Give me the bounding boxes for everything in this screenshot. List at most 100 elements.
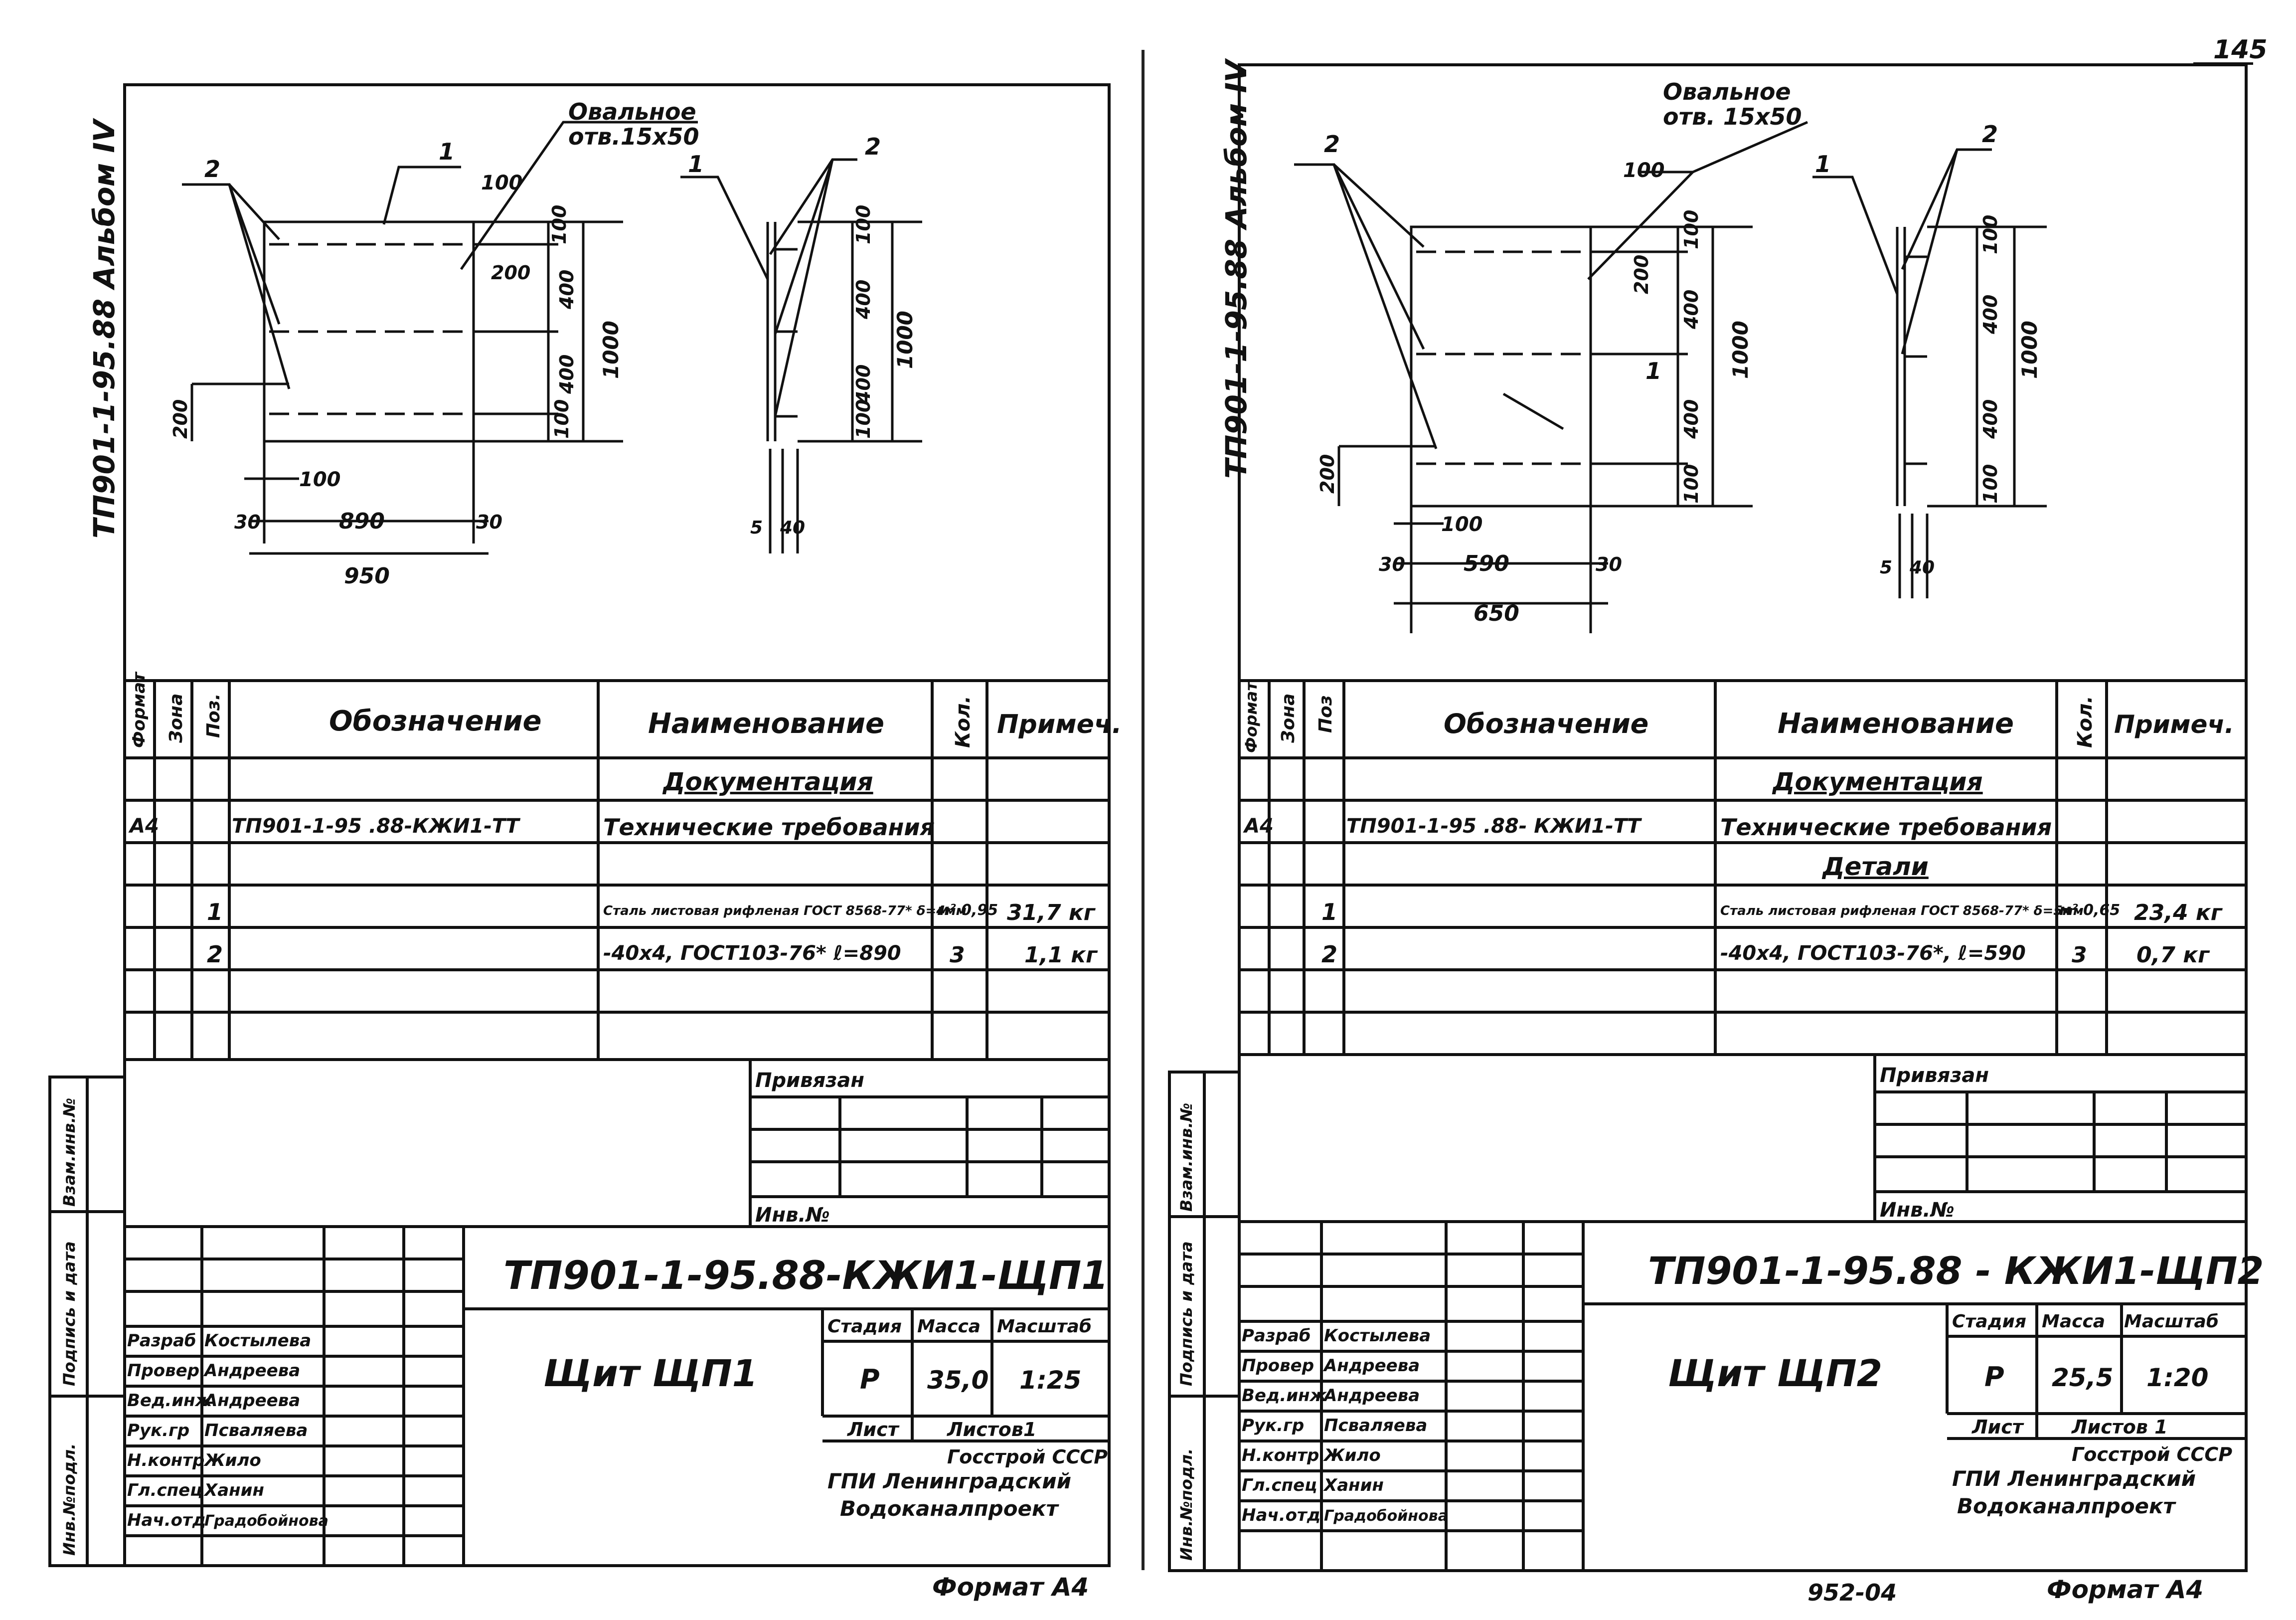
dim-200-hole: 200 — [491, 262, 530, 284]
section-docs: Документация — [662, 767, 873, 796]
pos2-callout: 2 — [1324, 131, 1340, 158]
org-line-3: Водоканалпроект — [1957, 1494, 2177, 1518]
side-label-1: Подпись и дата — [1177, 1241, 1196, 1386]
privyazan-label: Привязан — [1880, 1064, 1989, 1087]
stage-value: Р — [1984, 1361, 2004, 1393]
side-label-0: Инв.№подл. — [60, 1443, 79, 1556]
side-dim-400-b: 400 — [852, 364, 874, 404]
org-line-2: ГПИ Ленинградский — [827, 1469, 1071, 1493]
role-1: Провер — [127, 1361, 199, 1381]
mass-value: 35,0 — [927, 1366, 988, 1395]
side-dim-40: 40 — [1909, 557, 1935, 578]
name-2: Андреева — [203, 1391, 300, 1411]
mass-value: 25,5 — [2052, 1363, 2113, 1392]
role-0: Разраб — [1242, 1326, 1311, 1346]
row2-pos: 1 — [1321, 899, 1337, 925]
hdr-zone: Зона — [1278, 694, 1299, 743]
hdr-zone: Зона — [166, 694, 186, 743]
scale-label: Масштаб — [997, 1316, 1092, 1337]
scale-value: 1:20 — [2146, 1363, 2208, 1392]
side-label-2: Взам.инв.№ — [1177, 1103, 1196, 1212]
name-4: Жило — [1323, 1445, 1381, 1465]
pos1-callout: 1 — [1645, 358, 1661, 384]
dim-30-right: 30 — [1596, 553, 1622, 575]
role-2: Вед.инж — [127, 1391, 213, 1411]
row1-format: А4 — [1243, 815, 1274, 838]
name-1: Андреева — [203, 1361, 300, 1381]
footer-code: 952-04 — [1807, 1579, 1897, 1606]
drawing-frame: Овальное отв.15х50 1 2 1 2 100 200 100 4… — [48, 83, 1122, 1602]
mass-label: Масса — [917, 1316, 981, 1337]
row2-note: 23,4 кг — [2134, 900, 2223, 925]
dim-100-bottom-right: 100 — [1680, 464, 1702, 504]
pos1-callout: 1 — [439, 138, 455, 165]
oval-hole-callout: Овальное — [1663, 78, 1791, 105]
org-line-1: Госстрой СССР — [947, 1446, 1108, 1468]
row2-note: 31,7 кг — [1007, 900, 1096, 925]
row2-qty: м² 0,95 — [937, 901, 998, 919]
role-3: Рук.гр — [127, 1421, 189, 1440]
dim-1000: 1000 — [599, 321, 623, 379]
section-docs: Документация — [1772, 767, 1983, 796]
side-dim-400-b: 400 — [1979, 399, 2001, 439]
dim-400-b: 400 — [556, 355, 578, 394]
row1-name: Технические требования — [1720, 814, 2052, 841]
row3-pos: 2 — [207, 941, 223, 968]
name-4: Жило — [203, 1450, 261, 1470]
stage-label: Стадия — [1952, 1311, 2026, 1332]
row2-name: Сталь листовая рифленая ГОСТ 8568-77* δ=… — [1720, 903, 2084, 918]
name-0: Костылева — [1324, 1326, 1431, 1346]
scale-label: Масштаб — [2124, 1311, 2219, 1332]
pos2-callout: 2 — [204, 156, 220, 182]
side-pos2-callout: 2 — [1982, 121, 1998, 148]
side-pos2-callout: 2 — [865, 133, 881, 160]
side-dim-400-a: 400 — [1979, 295, 2001, 335]
hdr-format: Формат — [129, 671, 149, 748]
drawing-frame: Овальное отв. 15х50 1 2 1 2 100 200 100 … — [1168, 63, 2264, 1606]
dim-200-left: 200 — [169, 399, 191, 439]
hdr-name: Наименование — [648, 708, 884, 740]
sheets-label: Листов1 — [947, 1419, 1036, 1440]
name-3: Псваляева — [204, 1421, 308, 1440]
hdr-note: Примеч. — [997, 710, 1122, 739]
role-6: Нач.отд — [127, 1510, 206, 1530]
name-6: Градобойнова — [204, 1512, 328, 1530]
privyazan-label: Привязан — [755, 1069, 864, 1092]
role-0: Разраб — [127, 1331, 196, 1351]
row3-name: -40х4, ГОСТ103-76*, ℓ=590 — [1720, 942, 2026, 965]
row3-name: -40х4, ГОСТ103-76* ℓ=890 — [603, 942, 901, 965]
sheet-label: Лист — [847, 1419, 900, 1440]
oval-hole-size: отв. 15х50 — [1663, 103, 1802, 130]
row2-pos: 1 — [207, 899, 223, 925]
row2-qty: м² 0,65 — [2059, 901, 2120, 919]
dim-100-bottom: 100 — [1441, 513, 1483, 536]
side-dim-100: 100 — [852, 205, 874, 244]
sheet-left: ТП901-1-95.88 Альбом IV — [0, 0, 1142, 1620]
format-label: Формат А4 — [2047, 1575, 2203, 1604]
side-label-2: Взам.инв.№ — [60, 1098, 79, 1207]
side-dim-100-b: 100 — [1979, 464, 2001, 504]
stage-value: Р — [860, 1364, 880, 1395]
row3-note: 0,7 кг — [2136, 942, 2210, 968]
org-line-1: Госстрой СССР — [2072, 1443, 2232, 1465]
dim-30-left: 30 — [1379, 553, 1405, 575]
hdr-pos: Поз — [1315, 695, 1336, 733]
dim-100-right: 100 — [1680, 210, 1702, 249]
hdr-designation: Обозначение — [329, 705, 542, 737]
role-2: Вед.инж — [1242, 1386, 1327, 1406]
role-5: Гл.спец — [127, 1480, 202, 1500]
hdr-note: Примеч. — [2114, 710, 2234, 739]
dim-400-a: 400 — [556, 270, 578, 310]
side-dim-1000: 1000 — [893, 311, 917, 369]
side-pos1-callout: 1 — [1815, 151, 1831, 178]
page-number: 145 — [2213, 35, 2268, 65]
object-name: Щит ЩП1 — [543, 1352, 758, 1395]
side-dim-40: 40 — [780, 518, 805, 538]
format-label: Формат А4 — [932, 1573, 1089, 1602]
name-1: Андреева — [1322, 1356, 1420, 1376]
dim-1000: 1000 — [1728, 321, 1753, 379]
hdr-format: Формат — [1242, 681, 1261, 753]
side-dim-400-a: 400 — [852, 280, 874, 320]
side-dim-5: 5 — [750, 518, 763, 538]
hdr-qty: Кол. — [952, 696, 975, 748]
